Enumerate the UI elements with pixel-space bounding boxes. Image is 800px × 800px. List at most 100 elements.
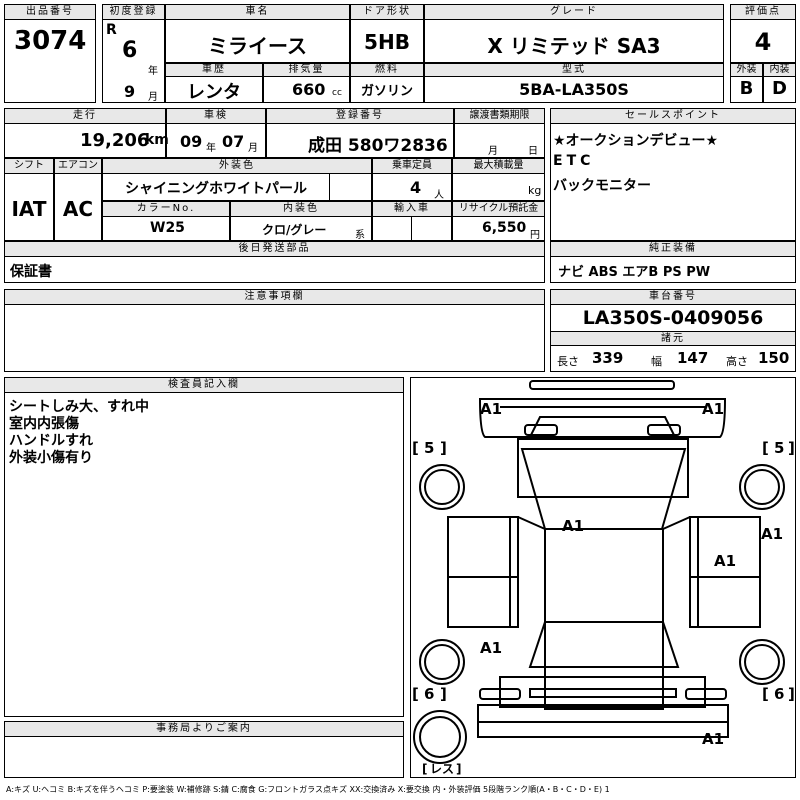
- mileage-unit: km: [145, 132, 169, 148]
- displacement-header: 排気量: [263, 63, 350, 77]
- lot-no-header: 出品番号: [4, 4, 96, 20]
- mark-right-door: A1: [714, 552, 736, 570]
- fuel-cell: [350, 76, 424, 103]
- inspector-header: 検査員記入欄: [4, 377, 404, 393]
- inspection-header: 車検: [166, 108, 266, 124]
- inspector-note-2: 室内内張傷: [9, 416, 79, 432]
- inspector-cell: [4, 392, 404, 717]
- inspection-year: 09: [180, 132, 203, 151]
- car-diagram-frame: [410, 377, 796, 778]
- transfer-deadline-cell: [454, 123, 545, 158]
- sales-point-3: バックモニター: [553, 178, 651, 194]
- transfer-month-unit: 月: [488, 146, 498, 157]
- ext-color-sub-cell: [329, 173, 372, 201]
- car-name: ミライース: [208, 34, 307, 58]
- car-name-header: 車名: [165, 4, 350, 20]
- tire-rl-label-end: ]: [440, 685, 447, 703]
- int-color-cell: [230, 216, 372, 241]
- genuine-equip-header: 純正装備: [550, 241, 796, 257]
- score: 4: [754, 28, 772, 56]
- grade-header: グレード: [424, 4, 724, 20]
- inspection-year-unit: 年: [206, 143, 216, 154]
- int-color: クロ/グレー: [262, 223, 327, 237]
- transfer-deadline-header: 譲渡書類期限: [454, 108, 545, 124]
- ext-color: シャイニングホワイトパール: [125, 181, 307, 197]
- spare-label-close: ]: [456, 762, 461, 776]
- displacement-unit: cc: [332, 88, 342, 98]
- lot-no: 3074: [14, 26, 87, 56]
- score-header: 評価点: [730, 4, 796, 20]
- width-label: 幅: [651, 355, 662, 368]
- car-name-cell: [165, 19, 350, 63]
- shift-cell: [4, 173, 54, 241]
- door-cell: [350, 19, 424, 63]
- int-color-header: 内装色: [230, 201, 372, 217]
- office-header: 事務局よりご案内: [4, 721, 404, 737]
- model: 5BA-LA350S: [519, 80, 629, 99]
- max-load-unit: kg: [528, 184, 542, 197]
- length: 339: [592, 349, 624, 367]
- sales-point-2: ETC: [553, 153, 595, 169]
- height: 150: [758, 349, 790, 367]
- history-header: 車歴: [165, 63, 263, 77]
- tire-fl: 5: [424, 439, 434, 457]
- tire-rr-label: [: [762, 685, 769, 703]
- later-items-header: 後日発送部品: [4, 241, 545, 257]
- displacement: 660: [292, 80, 326, 99]
- later-items: 保証書: [10, 264, 52, 280]
- recycle-cell: [452, 216, 545, 241]
- reg-no-header: 登録番号: [266, 108, 454, 124]
- capacity-unit: 人: [434, 190, 444, 201]
- reg-month-unit: 月: [148, 92, 158, 103]
- import-cell: [372, 216, 412, 241]
- mark-right-quarter: A1: [761, 525, 783, 543]
- grade: X リミテッド SA3: [487, 34, 661, 58]
- mark-front-right: A1: [702, 400, 724, 418]
- mark-front-left: A1: [480, 400, 502, 418]
- shift: IAT: [11, 197, 47, 221]
- tire-fr-label: [: [762, 439, 769, 457]
- tire-fl-label: [: [412, 439, 419, 457]
- fuel: ガソリン: [360, 84, 413, 99]
- office-cell: [4, 736, 404, 778]
- exterior-cell: [730, 76, 763, 103]
- tire-fr-label-end: ]: [788, 439, 795, 457]
- genuine-equip: ナビ ABS エアB PS PW: [558, 265, 711, 280]
- tire-rl: 6: [424, 685, 434, 703]
- mileage: 19,206: [80, 130, 150, 151]
- recycle-header: リサイクル預託金: [452, 201, 545, 217]
- length-label: 長さ: [557, 355, 579, 368]
- color-no-header: カラーNo.: [102, 201, 230, 217]
- tire-fr: 5: [774, 439, 784, 457]
- lot-no-cell: [4, 19, 96, 103]
- fuel-header: 燃料: [350, 63, 424, 77]
- specs-header: 諸元: [550, 331, 796, 346]
- aircon-cell: [54, 173, 102, 241]
- reg-no: 成田 580ワ2836: [308, 136, 448, 156]
- spare-label-open: [: [422, 762, 427, 776]
- first-reg-cell: [102, 19, 165, 103]
- first-reg-header: 初度登録: [102, 4, 165, 20]
- capacity: 4: [410, 178, 422, 197]
- tire-rr: 6: [774, 685, 784, 703]
- legend: A:キズ U:ヘコミ B:キズを伴うヘコミ P:要塗装 W:補修跡 S:錆 C:…: [6, 785, 610, 794]
- tire-fl-label-end: ]: [440, 439, 447, 457]
- mark-rear-bumper: A1: [702, 730, 724, 748]
- max-load-header: 最大積載量: [452, 158, 545, 174]
- displacement-cell: [263, 76, 350, 103]
- door-header: ドア形状: [350, 4, 424, 20]
- history-cell: [165, 76, 263, 103]
- width: 147: [677, 349, 709, 367]
- capacity-header: 乗車定員: [372, 158, 452, 174]
- notes-cell: [4, 304, 545, 372]
- era: R: [106, 22, 117, 38]
- sales-point-1: ★オークションデビュー★: [553, 133, 719, 149]
- mileage-header: 走行: [4, 108, 166, 124]
- sales-point-header: セールスポイント: [550, 108, 796, 124]
- chassis-header: 車台番号: [550, 289, 796, 305]
- interior-cell: [763, 76, 796, 103]
- import-header: 輸入車: [372, 201, 452, 217]
- interior-grade: D: [772, 78, 787, 99]
- import-cell-2: [411, 216, 452, 241]
